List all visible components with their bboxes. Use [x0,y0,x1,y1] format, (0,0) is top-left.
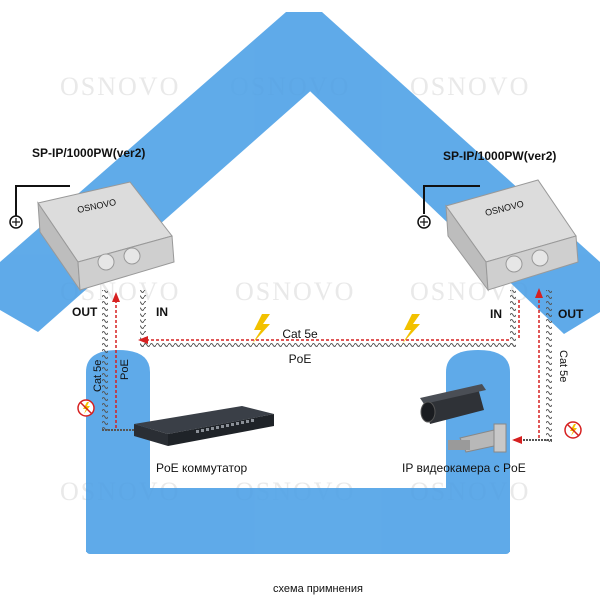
switch-top [134,406,274,434]
camera-sunshield [420,384,486,404]
cable-gland [123,247,141,265]
watermark: OSNOVO [60,72,180,101]
cable-type-label: Cat 5e [92,360,104,392]
device-model-label: SP-IP/1000PW(ver2) [32,146,145,160]
arrow-up-icon [535,288,543,298]
cable-left-in [140,290,146,348]
arrow-left-icon [138,336,148,344]
arrow-left-icon [512,436,522,444]
lightning-icon [402,314,420,344]
cable-type-label: Cat 5e [282,327,318,341]
lightning-icon [252,314,270,344]
device-model-label: SP-IP/1000PW(ver2) [443,149,556,163]
cable-right-in [510,290,516,348]
lightning-group [252,314,420,344]
port-out-label: OUT [558,307,584,321]
cable-top-horizontal [140,343,516,349]
arrow-up-icon [112,292,120,302]
cable-gland [97,253,115,271]
ground-wire [423,185,480,214]
enclosure-front [485,235,579,291]
cable-left-vertical [102,290,108,432]
ip-camera: IP видеокамера с PoE [402,384,526,475]
device-left: OSNOVO SP-IP/1000PW(ver2) OUT IN [9,146,175,319]
cable-type-label: Cat 5e [557,350,569,382]
switch-ports [196,419,254,433]
no-lightning-badge-right [564,421,582,439]
no-lightning-badge-left [77,399,95,417]
camera-label: IP видеокамера с PoE [402,461,526,475]
ground-wire [15,185,70,216]
camera-wall-mount [493,423,507,453]
cable-right-vertical [546,290,552,442]
cable-gland [531,249,549,267]
cable-gland [505,255,523,273]
poe-switch: PoE коммутатор [134,406,274,475]
enclosure-front [77,235,175,291]
device-right: OSNOVO SP-IP/1000PW(ver2) IN OUT [417,149,584,321]
port-in-label: IN [156,305,168,319]
port-out-label: OUT [72,305,98,319]
port-in-label: IN [490,307,502,321]
floor [86,488,510,554]
signal-label: PoE [289,352,312,366]
switch-side [134,424,168,446]
signal-label: PoE [119,359,131,380]
camera-lens [420,401,436,423]
watermark: OSNOVO [410,72,530,101]
watermark: OSNOVO [235,277,355,306]
switch-label: PoE коммутатор [156,461,248,475]
caption: схема примнения [273,583,363,595]
cable-layer [102,288,552,444]
camera-bracket [448,440,470,450]
